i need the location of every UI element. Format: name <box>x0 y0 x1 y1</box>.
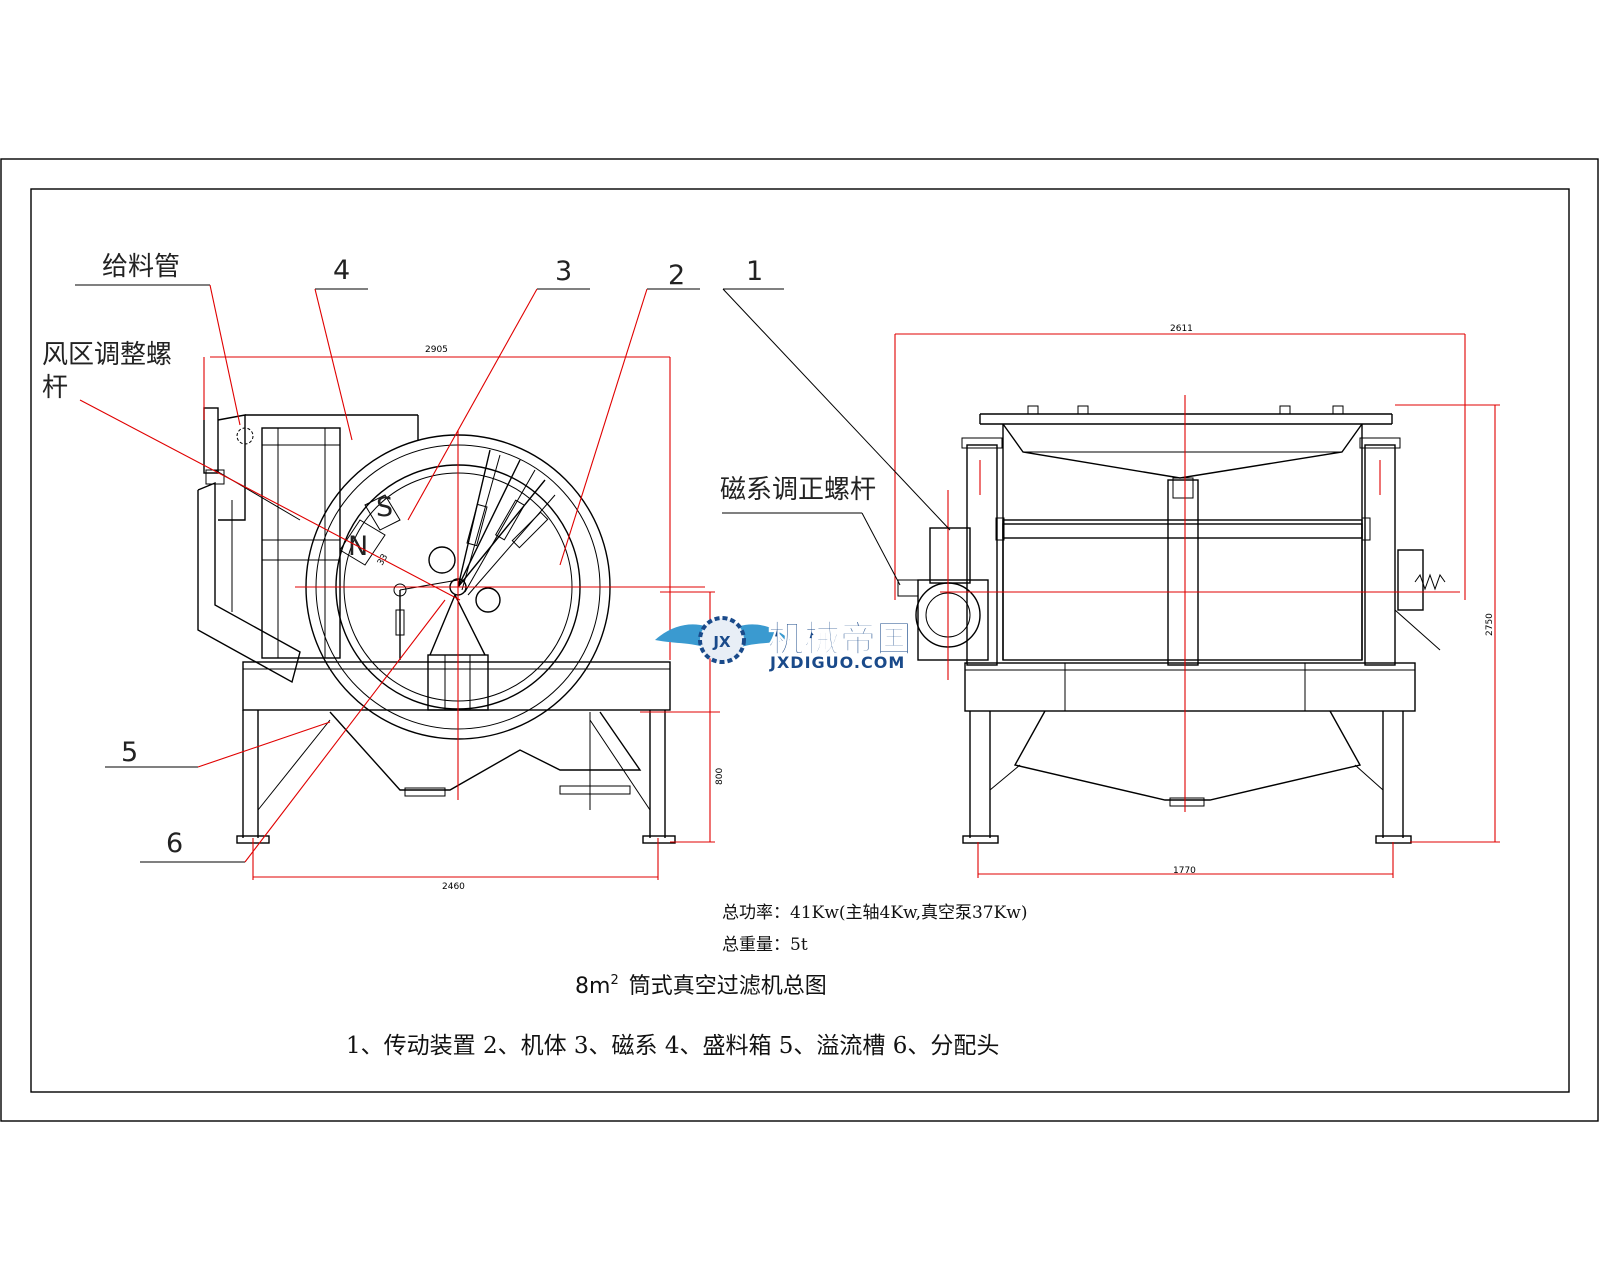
label-magnet-adjust: 磁系调正螺杆 <box>720 475 876 505</box>
label-wind-zone-line2: 杆 <box>42 373 68 403</box>
dim-left-height: 800 <box>715 768 725 785</box>
dim-right-height: 2750 <box>1485 613 1495 636</box>
label-wind-zone-line1: 风区调整螺 <box>42 340 172 370</box>
left-side-view: N S <box>75 284 725 892</box>
inner-border <box>30 188 1570 1093</box>
part-number-1: 1 <box>746 256 763 287</box>
svg-text:33: 33 <box>376 553 390 568</box>
part-number-2: 2 <box>668 260 685 291</box>
right-front-view: 2611 1770 2750 <box>722 288 1500 878</box>
watermark-en: JXDIGUO.COM <box>769 653 905 672</box>
dim-left-base: 2460 <box>442 882 465 892</box>
label-feed-pipe: 给料管 <box>102 252 180 282</box>
gear-icon <box>698 616 746 664</box>
part-number-5: 5 <box>121 737 138 768</box>
spec-total-weight: 总重量：5t <box>722 935 808 955</box>
part-number-6: 6 <box>166 828 183 859</box>
outer-border <box>0 158 1599 1122</box>
spec-total-power: 总功率：41Kw(主轴4Kw,真空泵37Kw) <box>722 903 1028 923</box>
svg-text:JX: JX <box>712 633 731 651</box>
part-number-4: 4 <box>333 255 350 286</box>
part-number-3: 3 <box>555 256 572 287</box>
dim-right-width: 2611 <box>1170 324 1193 334</box>
parts-legend: 1、传动装置 2、机体 3、磁系 4、盛料箱 5、溢流槽 6、分配头 <box>346 1033 999 1059</box>
dim-left-width: 2905 <box>425 345 448 355</box>
watermark-cn: 机械帝国 <box>768 619 912 660</box>
pole-s-label: S <box>376 492 393 523</box>
dim-right-base: 1770 <box>1173 866 1196 876</box>
watermark-logo: JX 机械帝国 JXDIGUO.COM <box>655 616 913 672</box>
